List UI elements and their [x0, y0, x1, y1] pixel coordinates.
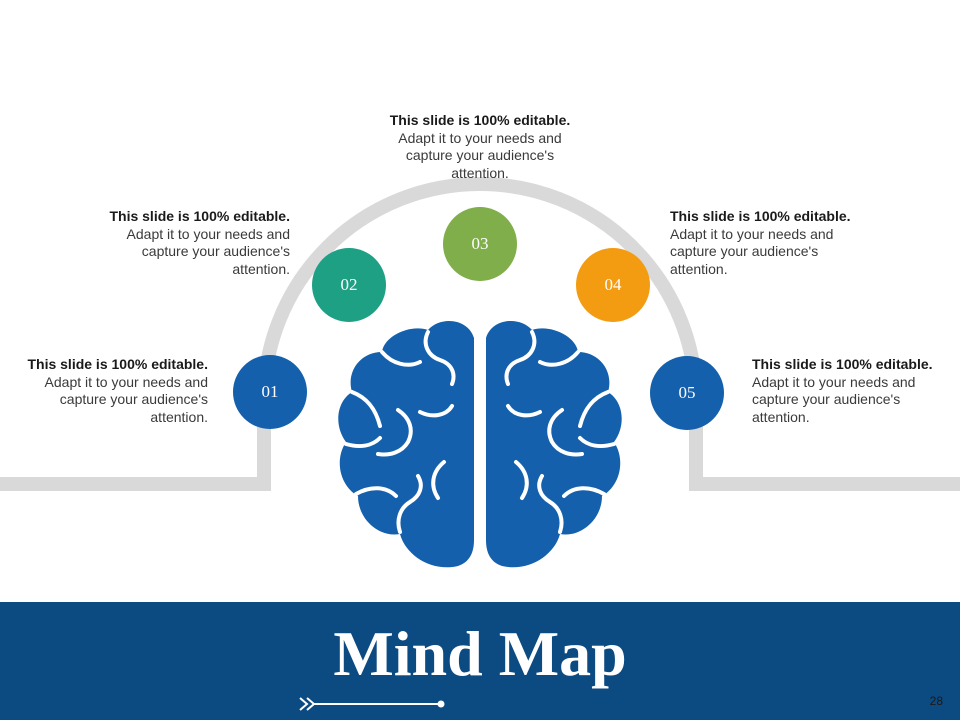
callout-body: Adapt it to your needs and capture your … [126, 225, 290, 277]
page-number: 28 [929, 694, 943, 708]
callout-04: This slide is 100% editable. Adapt it to… [670, 208, 865, 278]
callout-title: This slide is 100% editable. [109, 208, 290, 224]
callout-01: This slide is 100% editable. Adapt it to… [8, 356, 208, 426]
callout-title: This slide is 100% editable. [670, 208, 851, 224]
double-chevron-line-icon [299, 697, 445, 711]
node-03[interactable]: 03 [443, 207, 517, 281]
brain-folds [344, 330, 616, 534]
callout-title: This slide is 100% editable. [27, 356, 208, 372]
callout-body: Adapt it to your needs and capture your … [670, 225, 834, 277]
brain-icon [338, 320, 622, 568]
node-01[interactable]: 01 [233, 355, 307, 429]
callout-03: This slide is 100% editable. Adapt it to… [380, 112, 580, 182]
callout-02: This slide is 100% editable. Adapt it to… [90, 208, 290, 278]
arc-track [0, 177, 960, 491]
callout-title: This slide is 100% editable. [752, 356, 933, 372]
callout-body: Adapt it to your needs and capture your … [752, 373, 916, 425]
node-05[interactable]: 05 [650, 356, 724, 430]
callout-title: This slide is 100% editable. [389, 112, 571, 128]
node-02[interactable]: 02 [312, 248, 386, 322]
callout-body: Adapt it to your needs and capture your … [44, 373, 208, 425]
mind-map-graphic [0, 177, 960, 568]
footer-band: Mind Map 28 [0, 602, 960, 720]
callout-body: Adapt it to your needs and capture your … [398, 129, 562, 181]
node-04[interactable]: 04 [576, 248, 650, 322]
callout-05: This slide is 100% editable. Adapt it to… [752, 356, 952, 426]
slide-title: Mind Map [333, 618, 627, 689]
